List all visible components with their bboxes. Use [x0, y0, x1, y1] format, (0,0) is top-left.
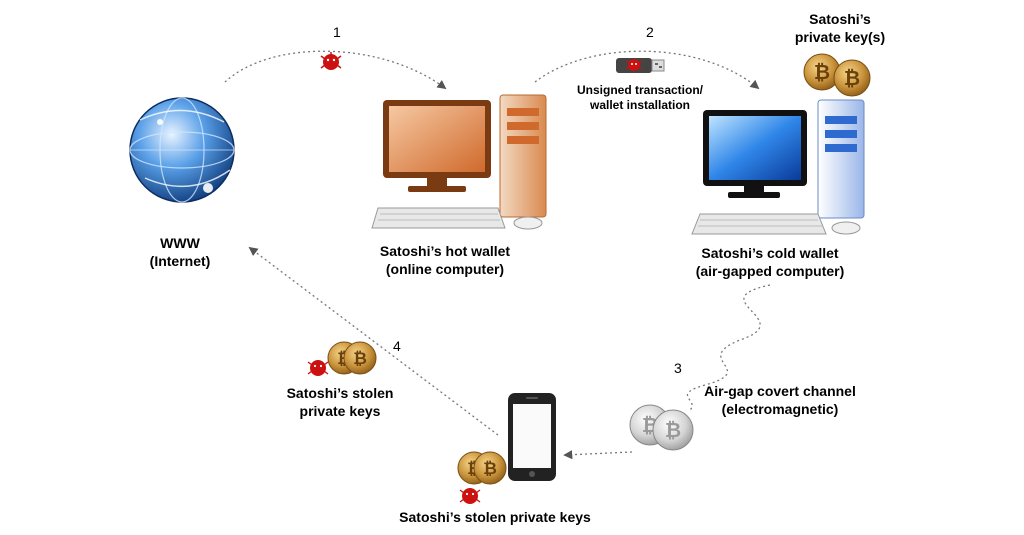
usb-label: Unsigned transaction/ wallet installatio… [565, 83, 715, 113]
smartphone-icon [508, 393, 556, 481]
svg-text:₿: ₿ [353, 349, 367, 368]
hot-wallet-label-line1: Satoshi’s hot wallet [379, 243, 511, 259]
private-keys-label-line1: Satoshi’s [809, 11, 871, 27]
internet-label-line2: (Internet) [149, 253, 211, 269]
private-keys-label: Satoshi’s private key(s) [790, 10, 890, 46]
malware-bug-icon [320, 52, 342, 70]
step-number-3: 3 [674, 360, 682, 376]
arrow-step-4 [248, 246, 499, 436]
step-number-2: 2 [646, 24, 654, 40]
svg-text:₿: ₿ [844, 68, 860, 90]
cold-wallet-label-line2: (air-gapped computer) [695, 263, 845, 279]
stolen-keys-left-label-line2: private keys [299, 403, 381, 419]
stolen-keys-bottom-label: Satoshi’s stolen private keys [399, 509, 591, 525]
stolen-keys-left-label-line1: Satoshi’s stolen [286, 385, 394, 401]
internet-label-line1: WWW [160, 235, 200, 251]
step-number-1: 1 [333, 24, 341, 40]
cold-wallet-label: Satoshi’s cold wallet (air-gapped comput… [680, 244, 860, 280]
usb-label-line2: wallet installation [589, 98, 691, 112]
arrow-coin-to-phone [563, 450, 633, 460]
svg-text:₿: ₿ [483, 459, 497, 478]
step-number-4: 4 [393, 338, 401, 354]
hot-wallet-label: Satoshi’s hot wallet (online computer) [360, 242, 530, 278]
stolen-keys-coins-icon-left: ₿ ₿ [307, 341, 377, 376]
internet-label: WWW (Internet) [130, 234, 230, 270]
covert-channel-label-line2: (electromagnetic) [721, 401, 839, 417]
covert-channel-label: Air-gap covert channel (electromagnetic) [690, 382, 870, 418]
cold-wallet-label-line1: Satoshi’s cold wallet [701, 245, 839, 261]
private-keys-label-line2: private key(s) [794, 29, 886, 45]
usb-drive-icon [616, 58, 665, 73]
globe-icon [129, 97, 235, 203]
hot-wallet-computer-icon [371, 94, 547, 230]
arrow-step-2 [534, 50, 760, 90]
svg-text:₿: ₿ [814, 62, 830, 84]
stolen-keys-left-label: Satoshi’s stolen private keys [270, 384, 410, 420]
covert-channel-label-line1: Air-gap covert channel [704, 383, 856, 399]
cold-wallet-computer-icon [691, 99, 865, 235]
usb-label-line1: Unsigned transaction/ [576, 83, 704, 97]
bitcoin-coins-icon: ₿ ₿ [803, 53, 871, 97]
silver-coins-icon: ₿ ₿ [629, 404, 694, 451]
svg-text:₿: ₿ [665, 420, 681, 442]
stolen-keys-coins-icon-bottom: ₿ ₿ [457, 451, 507, 504]
hot-wallet-label-line2: (online computer) [385, 261, 505, 277]
